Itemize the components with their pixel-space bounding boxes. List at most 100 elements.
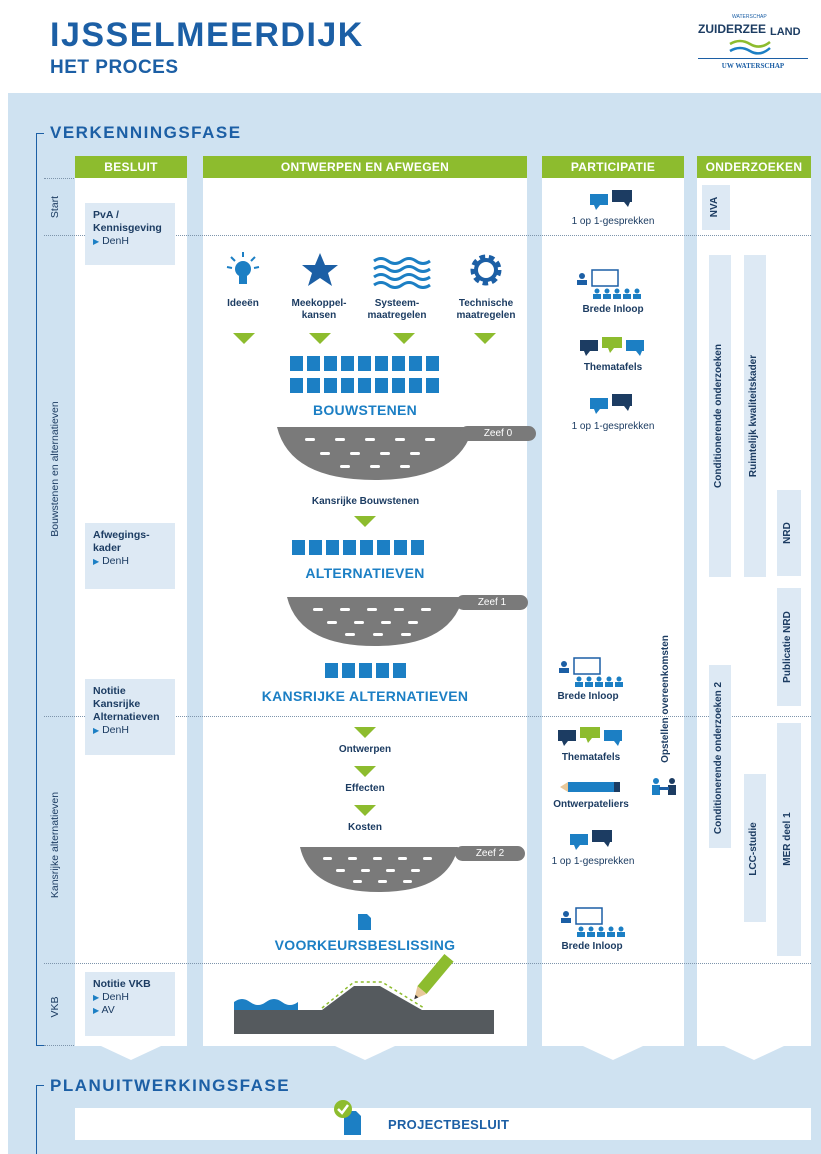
column-participatie: [542, 156, 684, 1046]
participatie-label: 1 op 1-gesprekken: [571, 421, 655, 432]
label-kansrijke-alternatieven: KANSRIJKE ALTERNATIEVEN: [261, 688, 469, 704]
bouwstenen-blocks-icon: [290, 356, 439, 393]
besluit-card-title: PvA / Kennisgeving: [93, 209, 162, 234]
logo-waves-icon: [729, 39, 771, 55]
triangle-icon: ▶: [93, 993, 100, 1002]
onderzoek-bar-publicatie-nrd: [777, 588, 801, 706]
onderzoek-bar-nva: [702, 185, 730, 230]
arrow-down-icon: [309, 333, 331, 344]
gear-icon: [470, 254, 502, 286]
row-separator: [44, 235, 811, 236]
onderzoek-bar-conditionerend2: [709, 665, 731, 848]
triangle-icon: ▶: [93, 1006, 100, 1015]
step-kosten: Kosten: [348, 822, 382, 833]
lightbulb-icon: [226, 252, 260, 284]
besluit-card-title: Afwegings-kader: [93, 529, 150, 554]
triangle-icon: ▶: [93, 237, 100, 246]
participatie-label: 1 op 1-gesprekken: [551, 856, 635, 867]
phase-bracket: [36, 133, 37, 1046]
onderzoek-ruimtelijk: Ruimtelijk kwaliteitskader: [748, 354, 759, 478]
kansrijke-blocks-icon: [325, 663, 406, 678]
besluit-card: Afwegings-kader ▶ DenH: [85, 523, 175, 589]
label-bouwstenen: BOUWSTENEN: [312, 402, 418, 418]
besluit-card: Notitie VKB ▶ DenH ▶ AV: [85, 972, 175, 1036]
besluit-ref: AV: [101, 1004, 115, 1016]
besluit-card: Notitie Kansrijke Alternatieven ▶ DenH: [85, 679, 175, 755]
logo-name-right: LAND: [770, 26, 801, 38]
audience-icon: [559, 657, 623, 687]
besluit-ref: DenH: [102, 235, 129, 247]
chevron-down-icon: [101, 1046, 161, 1060]
page-title: IJSSELMEERDIJK: [50, 16, 364, 54]
besluit-card-title: Notitie Kansrijke Alternatieven: [93, 685, 160, 723]
input-label-technische: Technische maatregelen: [456, 298, 516, 321]
star-icon: [302, 253, 338, 286]
speech-bubbles-icon: [580, 337, 644, 356]
zeef-handle: Zeef 2: [455, 846, 525, 861]
page-subtitle: HET PROCES: [50, 57, 179, 78]
phase-planuitwerking: PLANUITWERKINGSFASE: [50, 1076, 291, 1095]
onderzoek-lcc: LCC-studie: [748, 822, 759, 876]
column-header-besluit: BESLUIT: [75, 156, 187, 178]
onderzoek-bar-nrd: [777, 490, 801, 576]
phase-verkenning: VERKENNINGSFASE: [50, 123, 242, 142]
triangle-icon: ▶: [93, 557, 100, 566]
label-projectbesluit: PROJECTBESLUIT: [388, 1117, 510, 1132]
arrow-down-icon: [354, 805, 376, 816]
onderzoek-conditionerend2: Conditionerende onderzoeken 2: [713, 681, 724, 835]
chevron-down-icon: [335, 1046, 395, 1060]
triangle-icon: ▶: [93, 726, 100, 735]
speech-bubbles-icon: [558, 727, 622, 746]
handshake-icon: [652, 778, 676, 795]
besluit-ref: DenH: [102, 724, 129, 736]
speech-bubbles-icon: [590, 190, 632, 210]
onderzoek-nrd: NRD: [782, 522, 793, 544]
step-ontwerpen: Ontwerpen: [338, 744, 392, 755]
participatie-label: Thematafels: [583, 362, 643, 373]
audience-icon: [577, 269, 641, 299]
participatie-label: Brede Inloop: [582, 304, 644, 315]
onderzoek-bar-conditionerend: [709, 255, 731, 577]
dike-illustration-icon: [234, 953, 494, 1034]
participatie-label: Brede Inloop: [557, 691, 619, 702]
besluit-ref: DenH: [102, 555, 129, 567]
label-voorkeursbeslissing: VOORKEURSBESLISSING: [274, 937, 456, 953]
besluit-card-title: Notitie VKB: [93, 978, 151, 990]
participatie-label: Ontwerpateliers: [553, 799, 629, 810]
pencil-icon: [560, 782, 620, 792]
label-kansrijke-bouwstenen: Kansrijke Bouwstenen: [311, 496, 420, 507]
phase-bracket-2: [36, 1085, 37, 1154]
chevron-down-icon: [583, 1046, 643, 1060]
besluit-card: PvA / Kennisgeving ▶ DenH: [85, 203, 175, 265]
approved-document-icon: [334, 1100, 361, 1135]
speech-bubbles-icon: [570, 830, 612, 850]
arrow-down-icon: [354, 766, 376, 777]
row-label-kansrijk: Kansrijke alternatieven: [49, 791, 61, 899]
column-header-ontwerpen: ONTWERPEN EN AFWEGEN: [203, 156, 527, 178]
arrow-down-icon: [354, 727, 376, 738]
chevron-down-icon: [724, 1046, 784, 1060]
waves-icon: [373, 257, 431, 289]
participatie-label: Thematafels: [561, 752, 621, 763]
column-header-onderzoeken: ONDERZOEKEN: [697, 156, 811, 178]
arrow-down-icon: [233, 333, 255, 344]
speech-bubbles-icon: [590, 394, 632, 414]
sieve-icon: [277, 427, 473, 480]
onderzoek-bar-lcc: [744, 774, 766, 922]
arrow-down-icon: [474, 333, 496, 344]
projectbesluit-bar: [75, 1108, 811, 1140]
sieve-icon: [287, 597, 463, 646]
waterschap-logo: WATERSCHAP ZUIDERZEE LAND UW WATERSCHAP: [698, 14, 808, 80]
logo-name-left: ZUIDERZEE: [698, 22, 767, 36]
zeef-handle: Zeef 1: [456, 595, 528, 610]
row-label-bouwstenen: Bouwstenen en alternatieven: [49, 401, 61, 537]
besluit-ref: DenH: [102, 991, 129, 1003]
column-header-participatie: PARTICIPATIE: [542, 156, 684, 178]
logo-tagline: UW WATERSCHAP: [721, 62, 785, 70]
onderzoek-bar-ruimtelijk: [744, 255, 766, 577]
arrow-down-icon: [354, 516, 376, 527]
onderzoek-publicatie-nrd: Publicatie NRD: [782, 611, 793, 683]
label-alternatieven: ALTERNATIEVEN: [305, 565, 425, 581]
row-label-vkb: VKB: [49, 996, 61, 1018]
input-label-meekoppelkansen: Meekoppel-kansen: [291, 298, 347, 321]
